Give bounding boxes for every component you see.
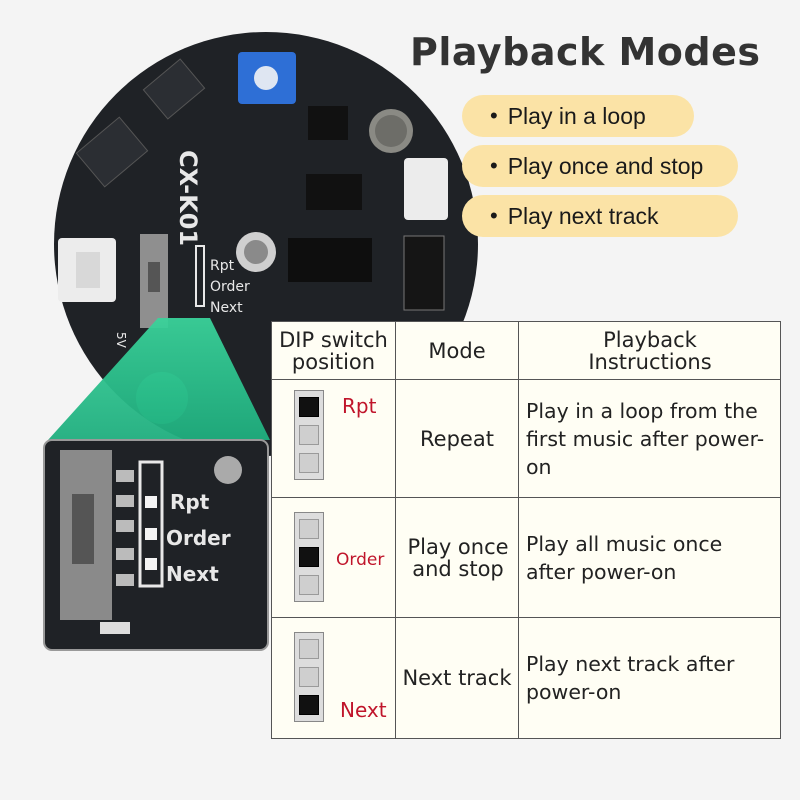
chip-ic3 <box>288 238 372 282</box>
zoom-label-order: Order <box>166 526 231 550</box>
bullet-icon: • <box>490 103 498 128</box>
board-label-rpt: Rpt <box>210 258 235 274</box>
zoom-beam <box>48 318 270 440</box>
board-label-order: Order <box>210 279 250 295</box>
header-switch-position: DIP switch position <box>279 327 388 374</box>
right-connector <box>404 158 448 220</box>
board-label-5v: 5V <box>114 332 128 348</box>
header-mode: Mode <box>428 338 486 363</box>
mode-pill-next: • Play next track <box>462 195 738 237</box>
dip-switch-table: DIP switch position Mode Playback Instru… <box>271 321 781 739</box>
chip-ic1 <box>308 106 348 140</box>
mode-cell: Repeat <box>420 426 494 451</box>
mode-pill-label: Play in a loop <box>507 102 646 129</box>
switch-label-order: Order <box>336 550 385 570</box>
zoom-label-rpt: Rpt <box>170 490 210 514</box>
mode-pill-loop: • Play in a loop <box>462 95 694 137</box>
chip-ic2 <box>306 174 362 210</box>
instructions-cell: Play next track after power-on <box>526 652 735 704</box>
zoom-label-next: Next <box>166 562 219 586</box>
board-label-next: Next <box>210 300 243 316</box>
instructions-cell: Play in a loop from the first music afte… <box>526 398 765 479</box>
header-instructions: Playback Instructions <box>588 327 712 374</box>
switch-label-next: Next <box>340 698 387 722</box>
page-title: Playback Modes <box>410 30 761 74</box>
mode-pill-label: Play once and stop <box>507 152 704 179</box>
bullet-icon: • <box>490 203 498 228</box>
mode-cell: Play once and stop <box>407 534 509 581</box>
mode-pill-once: • Play once and stop <box>462 145 738 187</box>
bullet-icon: • <box>490 153 498 178</box>
instructions-cell: Play all music once after power-on <box>526 531 723 584</box>
switch-label-rpt: Rpt <box>342 394 377 418</box>
board-model-label: CX-K01 <box>174 150 202 247</box>
mode-pill-label: Play next track <box>507 202 659 229</box>
mode-cell: Next track <box>402 666 512 690</box>
